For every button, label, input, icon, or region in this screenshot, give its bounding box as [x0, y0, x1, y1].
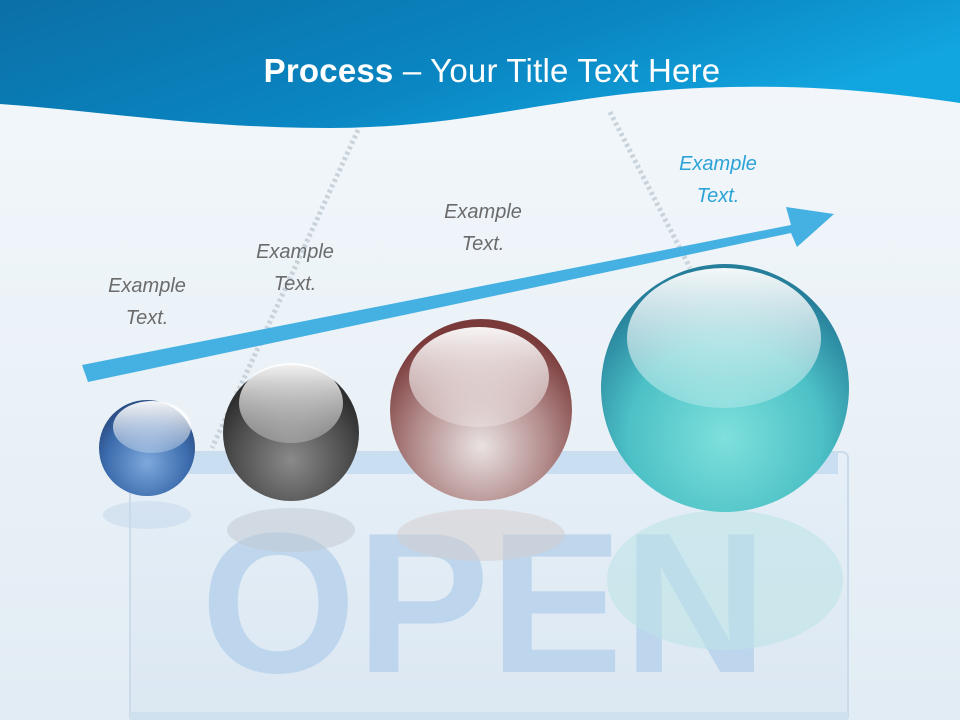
slide-title: Process – Your Title Text Here: [0, 52, 960, 90]
sphere-small-blue: [99, 400, 195, 529]
sphere-gray: [223, 363, 359, 552]
step-label-2-line2: Text.: [273, 273, 317, 295]
step-label-1: Example Text.: [72, 270, 222, 334]
step-label-2-line1: Example: [256, 241, 334, 263]
step-label-3-line2: Text.: [461, 233, 505, 255]
chain-left: [209, 128, 361, 450]
step-label-3: Example Text.: [408, 196, 558, 260]
step-label-4-line2: Text.: [696, 185, 740, 207]
step-label-3-line1: Example: [444, 201, 522, 223]
step-label-1-line1: Example: [108, 275, 186, 297]
header-band: [0, 0, 960, 128]
title-bold: Process: [263, 52, 394, 89]
sphere-red: [390, 319, 572, 561]
growth-arrow: [82, 207, 834, 382]
title-rest: – Your Title Text Here: [393, 52, 721, 89]
sphere-teal: [601, 264, 849, 650]
step-label-4-line1: Example: [679, 153, 757, 175]
step-label-4: Example Text.: [643, 148, 793, 212]
step-label-2: Example Text.: [220, 236, 370, 300]
step-label-1-line2: Text.: [125, 307, 169, 329]
chain-right: [607, 110, 693, 270]
